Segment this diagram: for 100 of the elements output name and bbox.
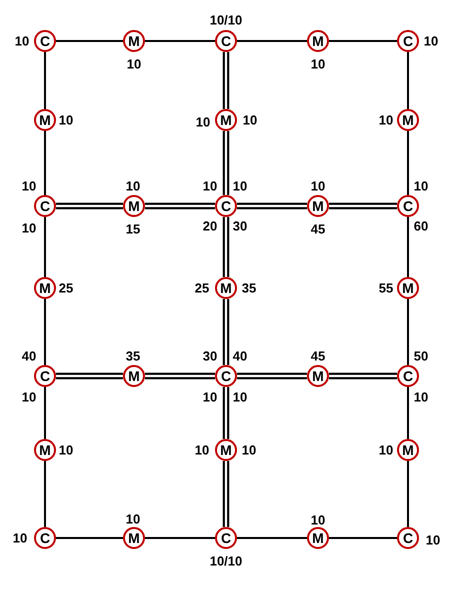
labeled-circle: C — [34, 30, 56, 52]
number-label: 25 — [194, 282, 210, 294]
labeled-circle: M — [34, 277, 56, 299]
number-label: 55 — [378, 282, 394, 294]
number-label: 20 — [202, 220, 218, 232]
labeled-circle: M — [123, 527, 145, 549]
labeled-circle: M — [123, 30, 145, 52]
labeled-circle: C — [215, 365, 237, 387]
number-label: 10 — [232, 390, 248, 404]
number-label: 40 — [22, 350, 36, 362]
double-line — [329, 202, 397, 210]
number-label: 10 — [58, 114, 74, 126]
connector-line — [44, 131, 46, 195]
connector-line — [407, 461, 409, 527]
labeled-circle: C — [215, 30, 237, 52]
connector-line — [56, 40, 123, 42]
connector-line — [44, 52, 46, 109]
number-label: 10 — [202, 180, 218, 192]
number-label: 10 — [414, 180, 428, 192]
number-label: 10/10 — [210, 554, 242, 568]
number-label: 10 — [310, 58, 326, 70]
labeled-circle: C — [397, 527, 419, 549]
number-label: 10 — [126, 58, 142, 70]
labeled-circle: M — [215, 439, 237, 461]
labeled-circle: M — [397, 277, 419, 299]
number-label: 10 — [414, 390, 428, 404]
number-label: 10 — [12, 532, 28, 544]
double-line — [237, 202, 307, 210]
connector-line — [145, 40, 215, 42]
number-label: 10 — [426, 534, 440, 546]
connector-line — [44, 299, 46, 365]
labeled-circle: C — [215, 195, 237, 217]
labeled-circle: M — [215, 277, 237, 299]
labeled-circle: M — [215, 109, 237, 131]
double-line — [222, 461, 230, 527]
labeled-circle: C — [397, 30, 419, 52]
connector-line — [407, 299, 409, 365]
number-label: 25 — [58, 282, 74, 294]
connector-line — [329, 40, 397, 42]
number-label: 10 — [22, 222, 36, 234]
number-label: 50 — [414, 350, 428, 362]
labeled-circle: C — [215, 527, 237, 549]
number-label: 10 — [126, 180, 140, 192]
connector-line — [56, 537, 123, 539]
number-label: 10 — [378, 114, 394, 126]
connector-line — [407, 387, 409, 439]
number-label: 10 — [22, 180, 36, 192]
double-line — [222, 299, 230, 365]
number-label: 10 — [196, 116, 210, 128]
double-line — [222, 52, 230, 109]
double-line — [222, 217, 230, 277]
number-label: 10 — [310, 180, 326, 192]
connector-line — [145, 537, 215, 539]
number-label: 10 — [22, 390, 36, 404]
connector-line — [407, 52, 409, 109]
number-label: 10 — [14, 34, 30, 48]
number-label: 10 — [58, 444, 74, 456]
labeled-circle: M — [34, 439, 56, 461]
number-label: 10 — [126, 512, 140, 526]
number-label: 10 — [310, 514, 326, 526]
double-line — [56, 372, 123, 380]
number-label: 30 — [202, 350, 218, 362]
labeled-circle: M — [307, 195, 329, 217]
labeled-circle: C — [397, 365, 419, 387]
labeled-circle: M — [123, 365, 145, 387]
number-label: 35 — [126, 350, 140, 362]
double-line — [145, 372, 215, 380]
connector-line — [407, 217, 409, 277]
labeled-circle: M — [307, 527, 329, 549]
number-label: 45 — [310, 350, 326, 362]
connector-line — [44, 217, 46, 277]
double-line — [145, 202, 215, 210]
labeled-circle: C — [397, 195, 419, 217]
number-label: 40 — [232, 350, 248, 362]
connector-line — [237, 537, 307, 539]
number-label: 15 — [126, 222, 140, 236]
connector-line — [44, 387, 46, 439]
number-label: 10 — [232, 180, 248, 192]
connector-line — [407, 131, 409, 195]
labeled-circle: M — [34, 109, 56, 131]
number-label: 10 — [202, 390, 218, 404]
double-line — [329, 372, 397, 380]
labeled-circle: C — [34, 365, 56, 387]
number-label: 45 — [310, 222, 326, 236]
labeled-circle: M — [397, 109, 419, 131]
number-label: 10 — [242, 114, 258, 126]
labeled-circle: M — [397, 439, 419, 461]
labeled-circle: M — [307, 365, 329, 387]
number-label: 10 — [194, 444, 210, 456]
double-line — [56, 202, 123, 210]
double-line — [222, 387, 230, 439]
number-label: 35 — [242, 282, 256, 294]
number-label: 10/10 — [210, 14, 242, 26]
number-label: 10 — [424, 34, 438, 48]
labeled-circle: M — [123, 195, 145, 217]
number-label: 10 — [378, 444, 394, 456]
number-label: 30 — [232, 220, 248, 232]
number-label: 60 — [414, 220, 428, 232]
double-line — [222, 131, 230, 195]
labeled-circle: M — [307, 30, 329, 52]
